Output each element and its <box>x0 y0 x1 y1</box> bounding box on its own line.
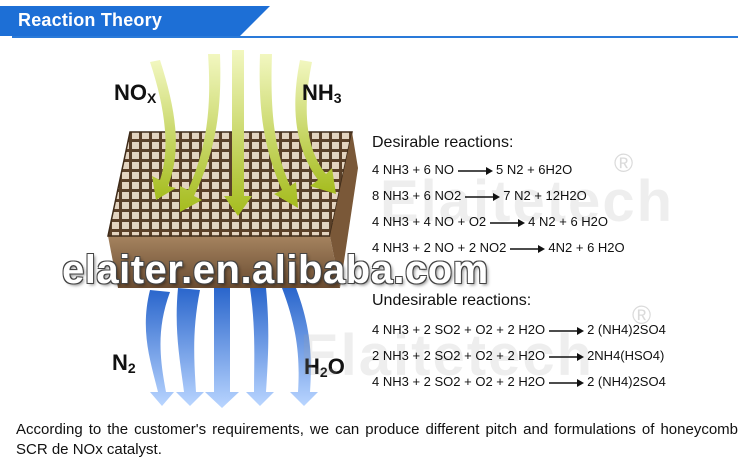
inlet-arrow-5 <box>295 60 336 194</box>
reaction-reactants: 4 NH3 + 6 NO <box>372 162 455 177</box>
reaction-reactants: 4 NH3 + 2 SO2 + O2 + 2 H2O <box>372 322 546 337</box>
description-text: According to the customer's requirements… <box>16 421 738 458</box>
header-band-tail <box>240 6 270 36</box>
desirable-reaction-1: 4 NH3 + 6 NO 5 N2 + 6H2O <box>372 162 572 177</box>
registered-mark-bottom: ® <box>632 300 652 330</box>
reaction-products: 4 N2 + 6 H2O <box>528 214 609 229</box>
outlet-arrow-1 <box>145 290 174 406</box>
header-rule <box>12 36 738 38</box>
n2-label: N2 <box>112 350 136 376</box>
registered-mark-top: ® <box>614 148 634 178</box>
url-watermark: elaiter.en.alibaba.com <box>62 248 489 292</box>
inlet-arrows <box>150 50 336 216</box>
reaction-arrow-icon <box>549 378 585 387</box>
reaction-arrow-icon <box>465 192 501 201</box>
reaction-arrow-icon <box>490 218 526 227</box>
header-band <box>0 6 240 36</box>
outlet-arrow-2 <box>176 288 204 406</box>
inlet-arrow-3 <box>224 50 252 216</box>
scr-catalyst-diagram: NOX NH3 N2 H2O <box>0 40 360 420</box>
undesirable-heading: Undesirable reactions: <box>372 292 532 309</box>
reaction-products: 2NH4(HSO4) <box>587 348 665 363</box>
desirable-reaction-4: 4 NH3 + 2 NO + 2 NO2 4N2 + 6 H2O <box>372 240 625 255</box>
inlet-arrow-1 <box>150 60 176 200</box>
desirable-reaction-3: 4 NH3 + 4 NO + O2 4 N2 + 6 H2O <box>372 214 608 229</box>
reaction-reactants: 2 NH3 + 2 SO2 + O2 + 2 H2O <box>372 348 546 363</box>
outlet-arrow-3 <box>205 288 239 408</box>
undesirable-reaction-1: 4 NH3 + 2 SO2 + O2 + 2 H2O 2 (NH4)2SO4 <box>372 322 666 337</box>
page-title: Reaction Theory <box>18 10 163 30</box>
reaction-reactants: 4 NH3 + 2 NO + 2 NO2 <box>372 240 507 255</box>
reaction-arrow-icon <box>549 352 585 361</box>
reaction-arrow-icon <box>549 326 585 335</box>
reaction-products: 5 N2 + 6H2O <box>496 162 573 177</box>
outlet-arrows <box>145 288 318 408</box>
desirable-heading: Desirable reactions: <box>372 134 514 151</box>
reaction-products: 4N2 + 6 H2O <box>548 240 625 255</box>
outlet-arrow-4 <box>246 288 274 406</box>
reaction-arrow-icon <box>510 244 546 253</box>
inlet-arrow-4 <box>259 54 298 208</box>
diagram-graphic <box>107 50 358 408</box>
reaction-reactants: 8 NH3 + 6 NO2 <box>372 188 462 203</box>
inlet-arrow-2 <box>180 54 221 212</box>
nox-label: NOX <box>114 80 157 106</box>
undesirable-reaction-2: 2 NH3 + 2 SO2 + O2 + 2 H2O 2NH4(HSO4) <box>372 348 664 363</box>
reaction-products: 7 N2 + 12H2O <box>503 188 587 203</box>
outlet-arrow-5 <box>282 288 318 406</box>
reaction-reactants: 4 NH3 + 2 SO2 + O2 + 2 H2O <box>372 374 546 389</box>
h2o-label: H2O <box>304 354 345 380</box>
reaction-arrow-icon <box>458 166 494 175</box>
nh3-label: NH3 <box>302 80 342 106</box>
brand-watermark-bottom: Elaitetech <box>300 323 594 388</box>
undesirable-reaction-3: 4 NH3 + 2 SO2 + O2 + 2 H2O 2 (NH4)2SO4 <box>372 374 666 389</box>
brand-watermark-top: Elaitetech <box>380 169 674 234</box>
section-header: Reaction Theory <box>0 0 750 40</box>
reaction-products: 2 (NH4)2SO4 <box>587 322 666 337</box>
reaction-reactants: 4 NH3 + 4 NO + O2 <box>372 214 487 229</box>
desirable-reaction-2: 8 NH3 + 6 NO2 7 N2 + 12H2O <box>372 188 587 203</box>
reaction-products: 2 (NH4)2SO4 <box>587 374 666 389</box>
